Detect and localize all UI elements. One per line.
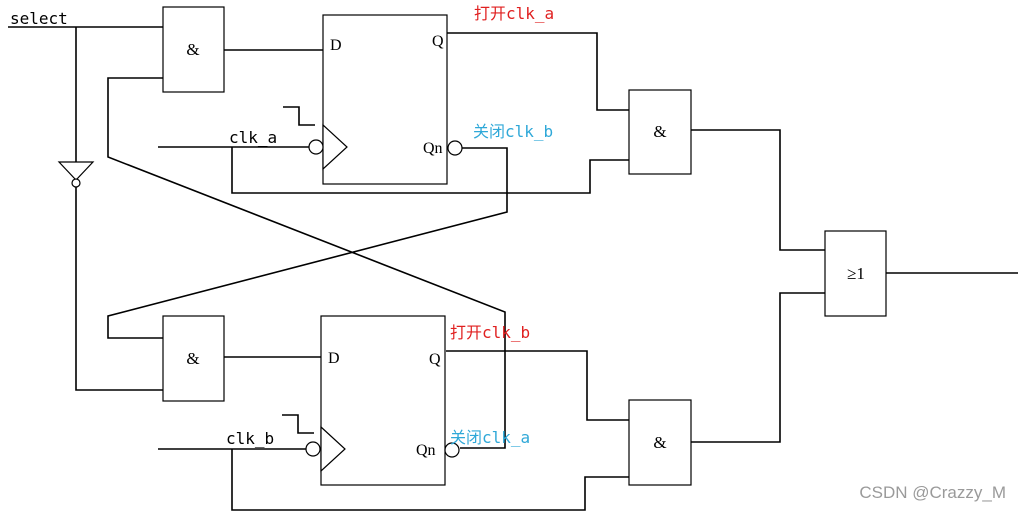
open-clk-b-annotation: 打开clk_b <box>450 323 530 342</box>
ff-top-q-pin: Q <box>432 33 444 50</box>
flipflop-top: D Q Qn <box>308 14 463 185</box>
close-clk-b-annotation: 关闭clk_b <box>473 122 553 141</box>
and-gate-left-bottom-symbol: & <box>186 349 199 368</box>
ff-bottom-q-pin: Q <box>429 351 441 368</box>
and-gate-right-bottom-symbol: & <box>653 433 666 452</box>
and-gate-right-bottom: & <box>628 399 692 486</box>
select-inverter <box>57 161 95 188</box>
and-gate-left-top: & <box>162 6 225 93</box>
flipflop-bottom: D Q Qn <box>305 315 460 486</box>
and-gate-left-top-symbol: & <box>186 40 199 59</box>
and-gate-right-top-symbol: & <box>653 122 666 141</box>
and-gate-left-bottom: & <box>162 315 225 402</box>
ff-bottom-qn-pin: Qn <box>416 442 436 459</box>
watermark: CSDN @Crazzy_M <box>859 483 1006 502</box>
q-top-to-and-wire <box>447 32 629 111</box>
and-right-bottom-to-or-wire <box>691 292 825 443</box>
or-gate: ≥1 <box>824 230 887 317</box>
clk-a-branch-wire <box>231 147 629 194</box>
ff-top-qn-pin: Qn <box>423 140 443 157</box>
hook-top <box>283 106 315 126</box>
close-clk-a-annotation: 关闭clk_a <box>450 428 530 447</box>
open-clk-a-annotation: 打开clk_a <box>474 4 554 23</box>
wires <box>8 26 1018 511</box>
and-right-top-to-or-wire <box>691 129 825 251</box>
clk-b-branch-wire <box>231 449 629 511</box>
clk-a-label: clk_a <box>229 128 277 147</box>
select-label: select <box>10 9 68 28</box>
ff-top-d-pin: D <box>330 37 342 54</box>
and-gate-right-top: & <box>628 89 692 175</box>
q-bottom-to-and-wire <box>446 350 629 421</box>
select-inverted-wire <box>75 187 163 391</box>
ff-bottom-d-pin: D <box>328 350 340 367</box>
hook-bottom <box>282 414 314 434</box>
qn-bottom-feedback-wire <box>107 77 506 449</box>
qn-top-feedback-wire <box>107 147 508 339</box>
clk-b-label: clk_b <box>226 429 274 448</box>
or-gate-symbol: ≥1 <box>847 264 865 283</box>
